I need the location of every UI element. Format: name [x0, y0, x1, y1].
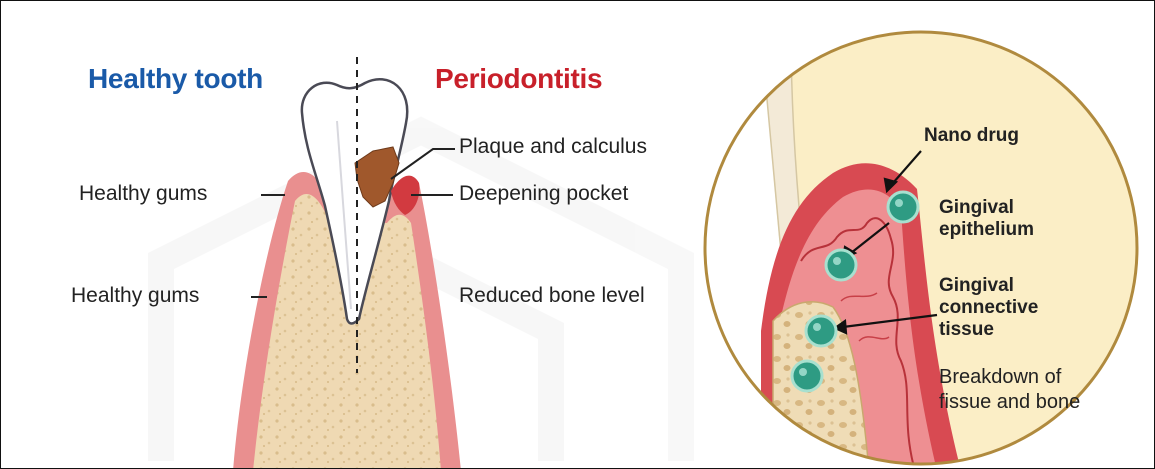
label-reduced-bone-level: Reduced bone level	[459, 284, 645, 308]
title-healthy-tooth: Healthy tooth	[88, 63, 263, 95]
label-connective-line1: Gingival	[939, 275, 1014, 296]
label-breakdown-line1: Breakdown of	[939, 365, 1061, 390]
label-epithelium-line1: Gingival	[939, 197, 1014, 218]
label-connective-line2: connective	[939, 297, 1038, 318]
label-epithelium-line2: epithelium	[939, 219, 1034, 240]
label-breakdown-line2: fissue and bone	[939, 390, 1080, 415]
label-deepening-pocket: Deepening pocket	[459, 182, 628, 206]
title-periodontitis: Periodontitis	[435, 63, 602, 95]
label-nano-drug: Nano drug	[924, 125, 1019, 146]
label-healthy-gums-upper: Healthy gums	[79, 182, 207, 206]
label-healthy-gums-lower: Healthy gums	[71, 284, 199, 308]
label-connective-line3: tissue	[939, 319, 994, 340]
label-plaque-calculus: Plaque and calculus	[459, 135, 647, 159]
tooth-diagram	[233, 57, 461, 468]
